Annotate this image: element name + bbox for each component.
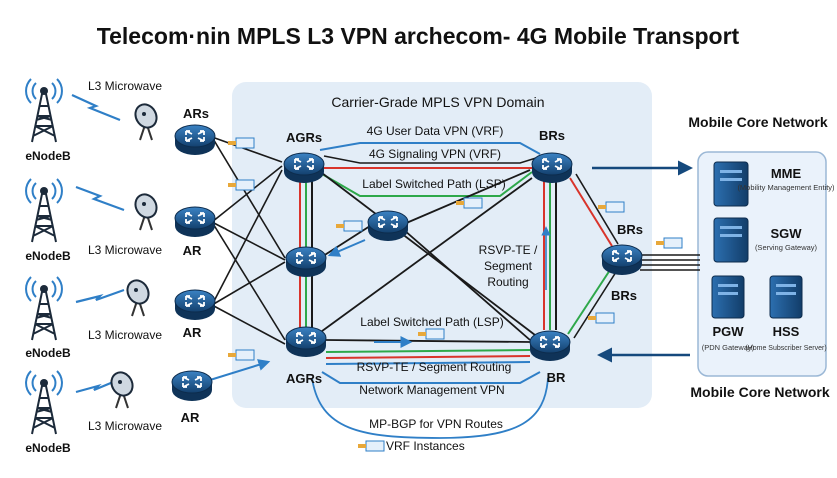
access-router-icon bbox=[171, 370, 213, 402]
enodeb-tower-icon bbox=[25, 370, 63, 435]
hss-server: HSS (Home Subscriber Server) bbox=[745, 275, 827, 352]
vrf-data-label: 4G User Data VPN (VRF) bbox=[367, 124, 504, 138]
access-router-icon bbox=[174, 289, 216, 321]
pgw-server: PGW (PDN Gateway) bbox=[702, 275, 755, 352]
enodeb-label: eNodeB bbox=[25, 149, 71, 163]
core-title-top: Mobile Core Network bbox=[688, 114, 827, 130]
hss-name: HSS bbox=[773, 324, 800, 339]
brs-top-label: BRs bbox=[539, 128, 565, 143]
mme-desc: (Mobility Management Entity) bbox=[737, 183, 835, 192]
microwave-label: L3 Microwave bbox=[88, 243, 162, 257]
server-icon bbox=[769, 275, 803, 319]
br-router-icon bbox=[529, 330, 571, 362]
access-router-icon bbox=[174, 124, 216, 156]
mpbgp-label: MP-BGP for VPN Routes bbox=[369, 417, 503, 431]
core-title-bottom: Mobile Core Network bbox=[690, 384, 829, 400]
mme-server: MME (Mobility Management Entity) bbox=[713, 161, 835, 207]
pgw-name: PGW bbox=[712, 324, 744, 339]
agr-router-icon bbox=[285, 246, 327, 278]
domain-label: Carrier-Grade MPLS VPN Domain bbox=[331, 94, 544, 110]
ar-label: ARs bbox=[183, 106, 209, 121]
ar-label: AR bbox=[181, 410, 200, 425]
vrf-instances-label: VRF Instances bbox=[386, 439, 465, 453]
sgw-desc: (Serving Gateway) bbox=[755, 243, 818, 252]
rsvp-side-label-1: RSVP-TE / bbox=[479, 243, 538, 257]
br-router-icon bbox=[601, 244, 643, 276]
enodeb-label: eNodeB bbox=[25, 249, 71, 263]
rsvp-side-label-2: Segment bbox=[484, 259, 533, 273]
links bbox=[209, 136, 700, 439]
agr-router-icon bbox=[285, 326, 327, 358]
microwave-dish-icon bbox=[122, 275, 154, 317]
enodeb-tower-icon bbox=[25, 78, 63, 143]
server-icon bbox=[711, 275, 745, 319]
agrs-bottom-label: AGRs bbox=[286, 371, 322, 386]
agr-router-icon bbox=[283, 152, 325, 184]
pgw-desc: (PDN Gateway) bbox=[702, 343, 755, 352]
br-bottom-label: BR bbox=[547, 370, 566, 385]
rsvp-side-label-3: Routing bbox=[487, 275, 528, 289]
access-router-icon bbox=[174, 206, 216, 238]
microwave-dish-icon bbox=[130, 99, 162, 141]
rsvp-bottom-label: RSVP-TE / Segment Routing bbox=[357, 360, 512, 374]
microwave-label: L3 Microwave bbox=[88, 79, 162, 93]
ar-label: AR bbox=[183, 325, 202, 340]
microwave-label: L3 Microwave bbox=[88, 328, 162, 342]
server-icon bbox=[713, 217, 749, 263]
nms-vpn-label: Network Management VPN bbox=[359, 383, 504, 397]
microwave-links bbox=[71, 94, 125, 394]
enodeb-tower-icon bbox=[25, 276, 63, 341]
enodeb-tower-icon bbox=[25, 178, 63, 243]
mme-name: MME bbox=[771, 166, 802, 181]
diagram-title: Telecom·nin MPLS L3 VPN archecom- 4G Mob… bbox=[97, 23, 740, 49]
hss-desc: (Home Subscriber Server) bbox=[745, 345, 826, 352]
agrs-top-label: AGRs bbox=[286, 130, 322, 145]
ar-label: AR bbox=[183, 243, 202, 258]
brs-right-label-a: BRs bbox=[617, 222, 643, 237]
microwave-dish-icon bbox=[106, 367, 138, 409]
microwave-dish-icon bbox=[130, 189, 162, 231]
brs-right-label-b: BRs bbox=[611, 288, 637, 303]
vrf-signal-label: 4G Signaling VPN (VRF) bbox=[369, 147, 501, 161]
br-router-icon bbox=[531, 152, 573, 184]
lsp-top-label: Label Switched Path (LSP) bbox=[362, 177, 505, 191]
mobile-core-box bbox=[697, 151, 827, 377]
sgw-name: SGW bbox=[770, 226, 802, 241]
microwave-label: L3 Microwave bbox=[88, 419, 162, 433]
enodeb-label: eNodeB bbox=[25, 346, 71, 360]
sgw-server: SGW (Serving Gateway) bbox=[713, 217, 818, 263]
core-router-icon bbox=[367, 210, 409, 242]
enodeb-label: eNodeB bbox=[25, 441, 71, 455]
lsp-bottom-label: Label Switched Path (LSP) bbox=[360, 315, 503, 329]
